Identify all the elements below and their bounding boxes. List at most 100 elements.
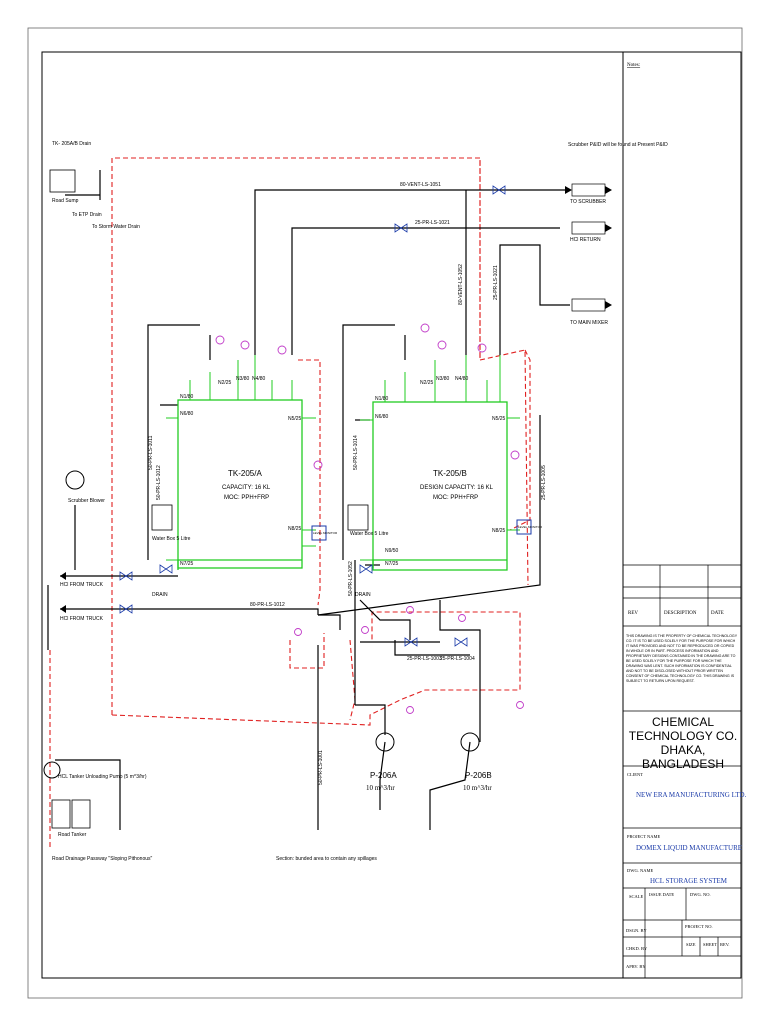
line-pump-out: 50-PR-LS-1001	[318, 750, 324, 785]
unloading-pump-label: HCL Tanker Unloading Pump (5 m^3/hr)	[58, 774, 147, 780]
aprv-by-label: APRV. BY	[626, 964, 646, 969]
destination-arrows	[60, 186, 612, 613]
project-name-label: PROJECT NAME	[627, 834, 661, 839]
tank-a-capacity: CAPACITY: 16 KL	[222, 485, 271, 491]
nozzle-n1-a: N1/80	[180, 394, 194, 400]
to-etp-label: To ETP Drain	[72, 212, 102, 218]
title-block-grid	[623, 564, 741, 978]
outer-frame	[27, 27, 743, 999]
tank-b-tag: TK-205/B	[433, 469, 467, 478]
line-fill-a2: 50-PR-LS-1012	[156, 465, 162, 500]
bunded-note: Section: bunded area to contain any spil…	[276, 856, 377, 862]
equipment-misc	[49, 169, 369, 829]
line-fill-b: 50-PR-LS-1014	[353, 435, 359, 470]
line-suction: 50-PR-LS-1052	[348, 561, 354, 596]
equipment-labels: TK-205/A CAPACITY: 16 KL MOC: PPH+FRP TK…	[222, 469, 494, 792]
vertical-line-labels: 50-PR-LS-1011 50-PR-LS-1012 50-PR-LS-101…	[148, 264, 547, 785]
nozzle-n5-b: N5/25	[492, 416, 506, 422]
line-return-b: 25-PR-LS-1021	[493, 265, 499, 300]
destination-boxes	[571, 183, 606, 312]
rev-label: REV.	[720, 942, 730, 947]
nozzle-n1-b: N1/80	[375, 396, 389, 402]
scale-label: SCALE	[629, 894, 644, 899]
pump-a-tag: P-206A	[370, 771, 397, 780]
date-header: DATE	[711, 611, 724, 616]
line-vent-b: 80-VENT-LS-1052	[458, 264, 464, 305]
line-main: 80-PR-LS-1012	[250, 602, 285, 608]
nozzle-n4-b: N4/80	[455, 376, 469, 382]
line-mixer: 25-PR-LS-1005	[541, 465, 547, 500]
size-label: SIZE	[686, 942, 696, 947]
dashed-signal-lines	[49, 157, 531, 850]
tank-a-tag: TK-205/A	[228, 469, 262, 478]
tank-b-capacity: DESIGN CAPACITY: 16 KL	[420, 485, 494, 491]
chkd-by-label: CHKD. BY	[626, 946, 648, 951]
dwg-name-label: DWG. NAME	[627, 868, 653, 873]
sheet-label: SHEET	[703, 942, 717, 947]
nozzle-n8-b: N8/25	[492, 528, 506, 534]
description-header: DESCRIPTION	[664, 611, 697, 616]
project-name: DOMEX LIQUID MANUFACTURE	[636, 844, 742, 852]
nozzle-n6-b: N6/80	[375, 414, 389, 420]
road-tanker-label: Road Tanker	[58, 832, 87, 838]
scrubber-blower-label: Scrubber Blower	[68, 498, 105, 504]
dest-scrubber: TO SCRUBBER	[570, 199, 606, 205]
line-return: 25-PR-LS-1021	[415, 220, 450, 226]
company-line-1: CHEMICAL TECHNOLOGY CO.	[628, 715, 738, 743]
dwg-name: HCL STORAGE SYSTEM	[650, 877, 728, 885]
level-monitor-a	[311, 525, 327, 541]
disclaimer-text: THIS DRAWING IS THE PROPERTY OF CHEMICAL…	[626, 634, 738, 683]
dest-main-mixer: TO MAIN MIXER	[570, 320, 608, 326]
to-storm-label: To Storm Water Drain	[92, 224, 140, 230]
tank-205b-outlet	[372, 559, 507, 568]
dest-hcl-return: HCl RETURN	[570, 237, 601, 243]
tank-205b-outline	[372, 401, 508, 571]
line-fill-a: 50-PR-LS-1011	[148, 435, 154, 470]
pump-b-tag: P-206B	[465, 771, 492, 780]
client-name: NEW ERA MANUFACTURING LTD.	[636, 791, 747, 799]
title-block-text: Notes: REV DESCRIPTION DATE CLIENT NEW E…	[626, 63, 747, 969]
tk-drain-note: TK- 205A/B Drain	[52, 141, 91, 147]
nozzle-n5-a: N5/25	[288, 416, 302, 422]
pump-b-flow: 10 m^3/hr	[463, 784, 492, 792]
nozzle-n9-b: N9/50	[385, 548, 399, 554]
road-sump-label: Road Sump	[52, 198, 79, 204]
dest-truck-1: HCl FROM TRUCK	[60, 582, 104, 588]
issue-date-label: ISSUE DATE	[649, 892, 674, 897]
tank-nozzles	[166, 355, 520, 561]
rev-header: REV	[628, 611, 638, 616]
level-monitor-a-label: LEVEL MONITOR	[313, 531, 338, 535]
company-name: CHEMICAL TECHNOLOGY CO. DHAKA, BANGLADES…	[626, 715, 740, 771]
nozzle-n4-a: N4/80	[252, 376, 266, 382]
instrument-bubbles	[215, 323, 524, 714]
process-lines	[47, 170, 570, 830]
line-disc-a: 25-PR-LS-1003	[407, 656, 442, 662]
tank-205a-outlet	[177, 559, 302, 570]
level-monitor-b	[516, 519, 532, 535]
tank-205a-outline	[177, 399, 303, 569]
line-vent: 80-VENT-LS-1051	[400, 182, 441, 188]
dest-truck-2: HCl FROM TRUCK	[60, 616, 104, 622]
nozzle-n8-a: N8/25	[288, 526, 302, 532]
nozzle-n2-a: N2/25	[218, 380, 232, 386]
nozzle-n7-a: N7/25	[180, 561, 194, 567]
tank-a-moc: MOC: PPH+FRP	[224, 495, 269, 501]
inner-frame	[41, 51, 742, 979]
road-drainage-label: Road Drainage Passway "Sloping Pithonous…	[52, 856, 153, 862]
notes-label: Notes:	[627, 63, 640, 68]
pump-a-flow: 10 m^3/hr	[366, 784, 395, 792]
project-no-label: PROJECT NO.	[685, 924, 713, 929]
level-monitor-b-label: LEVEL MONITOR	[518, 525, 543, 529]
nozzle-n3-a: N3/80	[236, 376, 250, 382]
nozzle-n2-b: N2/25	[420, 380, 434, 386]
water-box-a-label: Water Box 5 Litre	[152, 536, 191, 542]
scrubber-note: Scrubber P&ID will be found at Present P…	[568, 142, 668, 148]
nozzle-n7-b: N7/25	[385, 561, 399, 567]
pumps	[43, 470, 480, 779]
nozzle-n3-b: N3/80	[436, 376, 450, 382]
company-line-2: DHAKA, BANGLADESH	[641, 743, 725, 771]
dsgn-by-label: DSGN. BY	[626, 928, 648, 933]
pid-text: TK- 205A/B Drain Road Sump To ETP Drain …	[52, 141, 668, 862]
